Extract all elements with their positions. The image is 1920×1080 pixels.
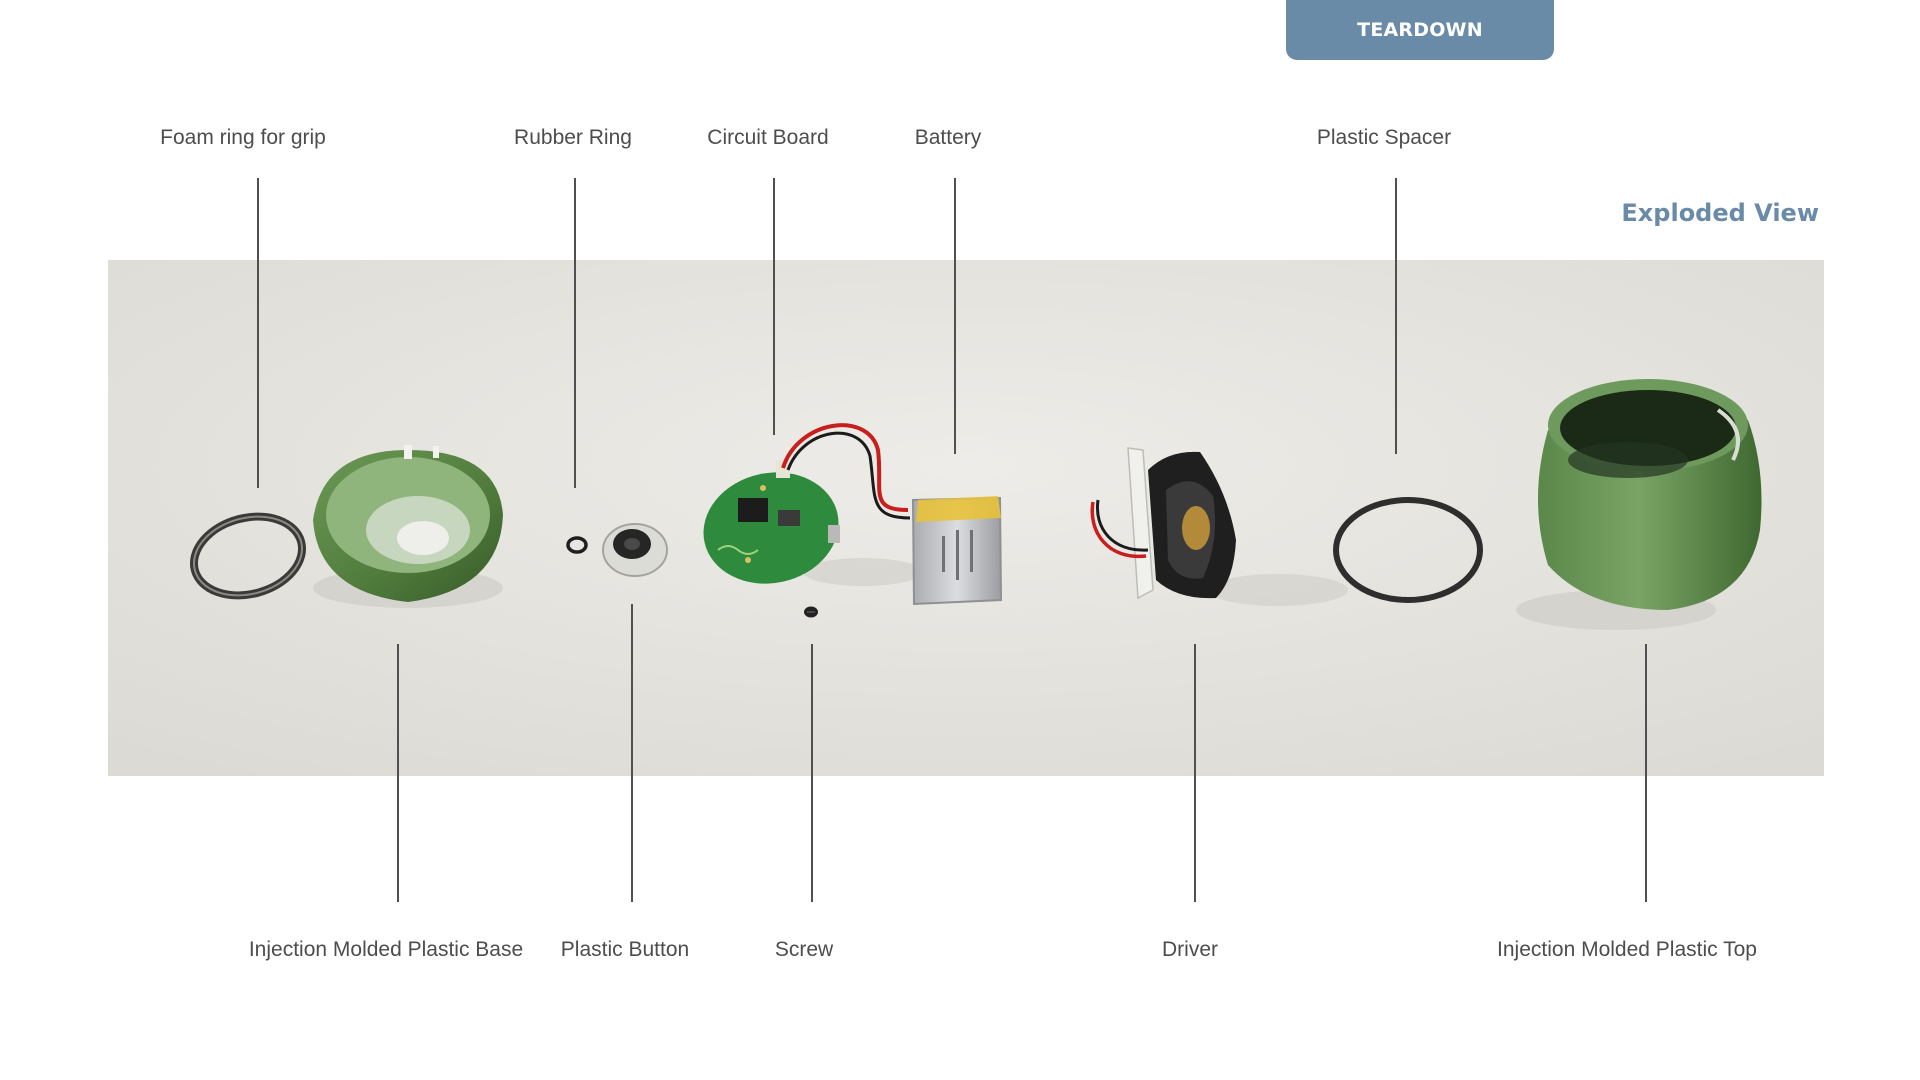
plastic-base-part	[313, 445, 503, 602]
label-driver: Driver	[1162, 938, 1218, 961]
label-plastic-button: Plastic Button	[560, 938, 690, 961]
leader-plastic-top	[1645, 644, 1647, 902]
plastic-button-part	[602, 523, 668, 577]
leader-circuit-board	[773, 178, 775, 435]
teardown-tab[interactable]: TEARDOWN	[1286, 0, 1554, 60]
leader-plastic-spacer	[1395, 178, 1397, 454]
label-foam-ring: Foam ring for grip	[160, 126, 326, 149]
exploded-view-title: Exploded View	[1621, 199, 1819, 227]
leader-rubber-ring	[574, 178, 576, 488]
leader-plastic-button	[631, 604, 633, 902]
label-plastic-top: Injection Molded Plastic Top	[1497, 938, 1757, 961]
leader-battery	[954, 178, 956, 454]
label-plastic-base: Injection Molded Plastic Base	[248, 938, 524, 961]
leader-driver	[1194, 644, 1196, 902]
rubber-ring-part	[566, 536, 588, 554]
label-screw: Screw	[774, 938, 834, 961]
leader-foam-ring	[257, 178, 259, 488]
driver-part	[1090, 447, 1236, 600]
teardown-photo	[108, 260, 1824, 776]
screw-part	[804, 606, 818, 618]
label-circuit-board: Circuit Board	[707, 126, 829, 149]
plastic-spacer-part	[1333, 497, 1483, 603]
circuit-board-part	[703, 460, 840, 584]
label-plastic-spacer: Plastic Spacer	[1316, 126, 1452, 149]
leader-plastic-base	[397, 644, 399, 902]
label-rubber-ring: Rubber Ring	[514, 126, 632, 149]
foam-ring-part	[189, 512, 307, 600]
battery-part	[911, 496, 1003, 606]
plastic-top-part	[1538, 379, 1762, 610]
label-battery: Battery	[914, 126, 982, 149]
leader-screw	[811, 644, 813, 902]
